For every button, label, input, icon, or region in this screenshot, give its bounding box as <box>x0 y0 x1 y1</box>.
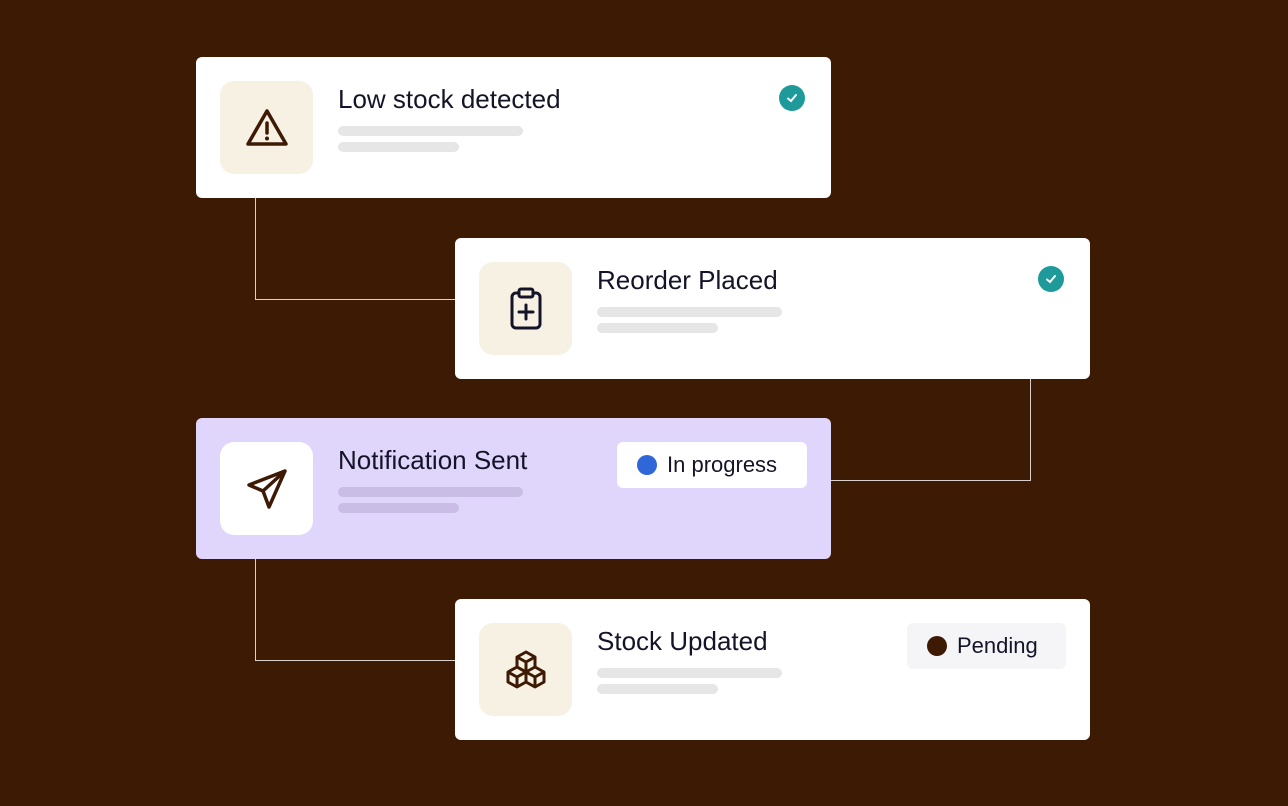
step-title: Reorder Placed <box>597 265 778 295</box>
boxes-icon <box>479 623 572 716</box>
step-card-low-stock[interactable]: Low stock detected <box>196 57 831 198</box>
placeholder-line <box>338 126 523 136</box>
step-card-reorder[interactable]: Reorder Placed <box>455 238 1090 379</box>
connector <box>255 299 455 300</box>
step-card-stock-updated[interactable]: Stock Updated Pending <box>455 599 1090 740</box>
status-label: In progress <box>667 452 778 477</box>
send-icon <box>220 442 313 535</box>
step-card-notification[interactable]: Notification Sent In progress <box>196 418 831 559</box>
placeholder-line <box>338 503 459 513</box>
status-label: Pending <box>957 633 1038 658</box>
placeholder-line <box>597 307 782 317</box>
status-badge: Pending <box>907 623 1066 669</box>
connector <box>255 660 455 661</box>
connector <box>255 558 256 661</box>
status-dot <box>927 636 947 656</box>
step-title: Low stock detected <box>338 84 561 114</box>
check-icon <box>1038 266 1064 292</box>
connector <box>1030 378 1031 481</box>
placeholder-line <box>597 684 718 694</box>
connector <box>831 480 1031 481</box>
check-icon <box>779 85 805 111</box>
placeholder-line <box>338 487 523 497</box>
clipboard-plus-icon <box>479 262 572 355</box>
status-badge: In progress <box>617 442 807 488</box>
status-dot <box>637 455 657 475</box>
step-title: Stock Updated <box>597 626 768 656</box>
step-title: Notification Sent <box>338 445 528 475</box>
warning-icon <box>220 81 313 174</box>
placeholder-line <box>597 668 782 678</box>
placeholder-line <box>338 142 459 152</box>
connector <box>255 198 256 300</box>
placeholder-line <box>597 323 718 333</box>
